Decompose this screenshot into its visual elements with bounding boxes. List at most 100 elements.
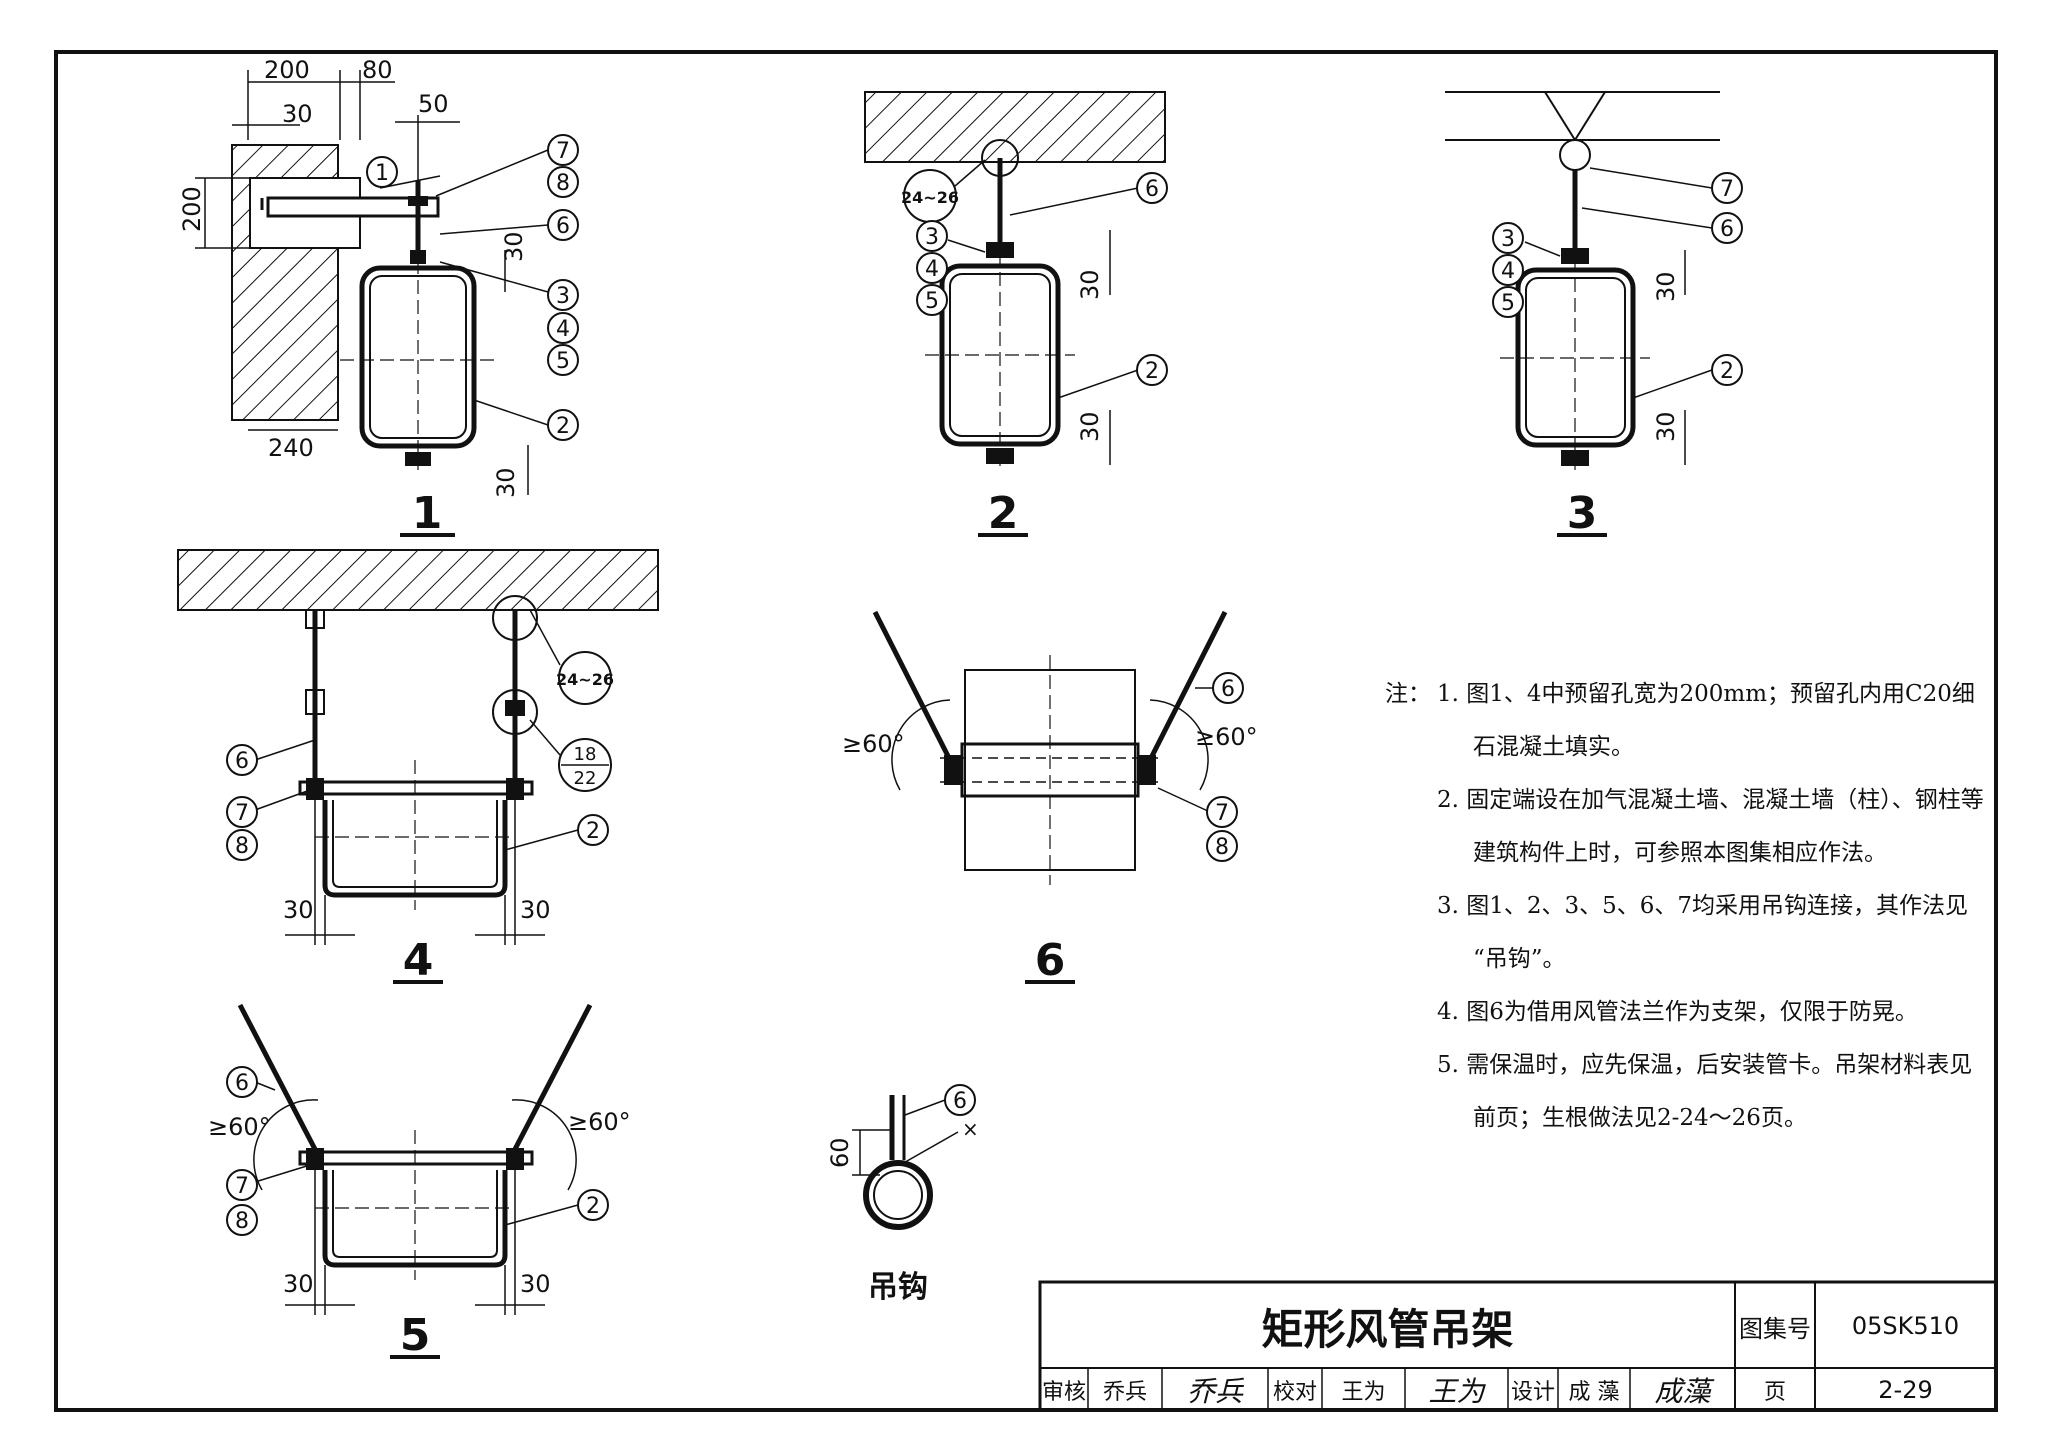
- flange-beam: [298, 780, 534, 796]
- callout-7: 7: [226, 796, 258, 828]
- callout-5: 5: [547, 344, 579, 376]
- page-label: 页: [1763, 1379, 1786, 1405]
- design-label: 设计: [1510, 1379, 1555, 1405]
- hook-detail: 60 6 × 吊钩: [826, 1084, 979, 1305]
- detail-ref: 24~26: [556, 651, 614, 705]
- check-label: 校对: [1272, 1379, 1317, 1405]
- callout-7: 7: [226, 1169, 258, 1201]
- callout-2: 2: [577, 1189, 609, 1221]
- svg-text:8: 8: [556, 171, 570, 196]
- notes-block: 注： 1. 图1、4中预留孔宽为200mm；预留孔内用C20细 石混凝土填实。 …: [1385, 668, 1984, 1148]
- hook-label: 吊钩: [868, 1270, 928, 1305]
- dim-text: 30: [283, 1270, 314, 1298]
- callout-3: 3: [1492, 222, 1524, 254]
- callout-6: 6: [226, 1066, 258, 1098]
- svg-text:2: 2: [556, 414, 570, 439]
- page-number: 2-29: [1878, 1375, 1933, 1404]
- sheet-border: [54, 50, 1998, 1412]
- svg-text:6: 6: [235, 1071, 249, 1096]
- cantilever-bracket: [266, 196, 440, 218]
- svg-text:18: 18: [574, 744, 597, 765]
- svg-text:22: 22: [574, 768, 597, 789]
- angle-text: ≥60°: [208, 1113, 271, 1141]
- svg-text:2: 2: [586, 1194, 600, 1219]
- figure-label: 1: [412, 488, 443, 539]
- callout-2: 2: [1136, 354, 1168, 386]
- svg-text:8: 8: [235, 1209, 249, 1234]
- callout-2: 2: [547, 409, 579, 441]
- dim-text: 30: [283, 896, 314, 924]
- callout-7: 7: [1206, 796, 1238, 828]
- callout-4: 4: [547, 312, 579, 344]
- svg-text:8: 8: [235, 834, 249, 859]
- checker-name: 王为: [1341, 1379, 1386, 1405]
- svg-text:7: 7: [1215, 801, 1229, 826]
- duct-section: [322, 1170, 508, 1268]
- callout-3: 3: [916, 220, 948, 252]
- callout-8: 8: [226, 1204, 258, 1236]
- dim-text: 30: [1076, 269, 1104, 300]
- duct-section: [322, 800, 508, 898]
- reviewer-signature: 乔兵: [1186, 1374, 1243, 1408]
- svg-text:6: 6: [1720, 217, 1734, 242]
- callout-8: 8: [226, 829, 258, 861]
- callout-8: 8: [1206, 830, 1238, 862]
- svg-text:8: 8: [1215, 835, 1229, 860]
- dim-text: 60: [826, 1137, 854, 1168]
- callout-2: 2: [1711, 354, 1743, 386]
- figure-3: 30 30 7 6 3 4 5 2 3: [1445, 91, 1743, 539]
- angle-text: ≥60°: [842, 730, 905, 758]
- callout-4: 4: [1492, 254, 1524, 286]
- slab-section: [864, 91, 1166, 163]
- angle-text: ≥60°: [568, 1108, 631, 1136]
- figure-label: 2: [988, 488, 1019, 539]
- callout-6: 6: [1711, 212, 1743, 244]
- note-line: 前页；生根做法见2-24～26页。: [1473, 1105, 1807, 1131]
- drawing-title: 矩形风管吊架: [1261, 1304, 1514, 1354]
- svg-text:4: 4: [1501, 259, 1515, 284]
- reviewer-name: 乔兵: [1102, 1379, 1147, 1405]
- note-line: 1. 图1、4中预留孔宽为200mm；预留孔内用C20细: [1437, 681, 1975, 707]
- dim-text: 30: [282, 100, 313, 128]
- svg-text:24~26: 24~26: [901, 188, 959, 207]
- note-line: 5. 需保温时，应先保温，后安装管卡。吊架材料表见: [1437, 1052, 1973, 1078]
- note-line: 4. 图6为借用风管法兰作为支架，仅限于防晃。: [1437, 999, 1918, 1025]
- callout-5: 5: [916, 284, 948, 316]
- note-line: 3. 图1、2、3、5、6、7均采用吊钩连接，其作法见: [1437, 893, 1969, 919]
- svg-text:7: 7: [235, 1174, 249, 1199]
- dim-text: 200: [264, 56, 310, 84]
- svg-text:6: 6: [1221, 677, 1235, 702]
- atlas-label: 图集号: [1739, 1314, 1811, 1343]
- note-line: 建筑构件上时，可参照本图集相应作法。: [1473, 840, 1887, 866]
- figure-label: 3: [1567, 488, 1598, 539]
- callout-3: 3: [547, 279, 579, 311]
- figure-6: ≥60° ≥60° 6 7 8 6: [842, 610, 1258, 986]
- note-line: “吊钩”。: [1473, 946, 1566, 972]
- figure-2: 30 30 24~26 6 3 4 5 2 2: [864, 91, 1168, 539]
- note-line: 石混凝土填实。: [1473, 734, 1634, 760]
- svg-text:6: 6: [1145, 177, 1159, 202]
- dim-text: 30: [492, 467, 520, 498]
- dim-text: 30: [1076, 411, 1104, 442]
- callout-6: 6: [1212, 672, 1244, 704]
- svg-text:3: 3: [925, 225, 939, 250]
- callout-6: 6: [226, 744, 258, 776]
- title-block-grid: [1038, 1280, 1998, 1412]
- angle-text: ≥60°: [1195, 723, 1258, 751]
- svg-text:4: 4: [925, 257, 939, 282]
- callout-5: 5: [1492, 286, 1524, 318]
- duct-outline: [964, 669, 1136, 871]
- duct-section: [359, 265, 477, 449]
- callout-1: 1: [366, 156, 398, 188]
- svg-text:24~26: 24~26: [556, 670, 614, 689]
- detail-ref: 24~26: [901, 169, 959, 223]
- figure-1: 200 80 30 50 200 30 240 30 1 7 8 6 3 4 5…: [178, 56, 579, 539]
- svg-text:3: 3: [556, 284, 570, 309]
- figure-label: 5: [400, 1310, 431, 1361]
- svg-text:4: 4: [556, 317, 570, 342]
- note-line: 2. 固定端设在加气混凝土墙、混凝土墙（柱）、钢柱等: [1437, 787, 1984, 813]
- svg-text:7: 7: [1720, 177, 1734, 202]
- dim-text: 240: [268, 434, 314, 462]
